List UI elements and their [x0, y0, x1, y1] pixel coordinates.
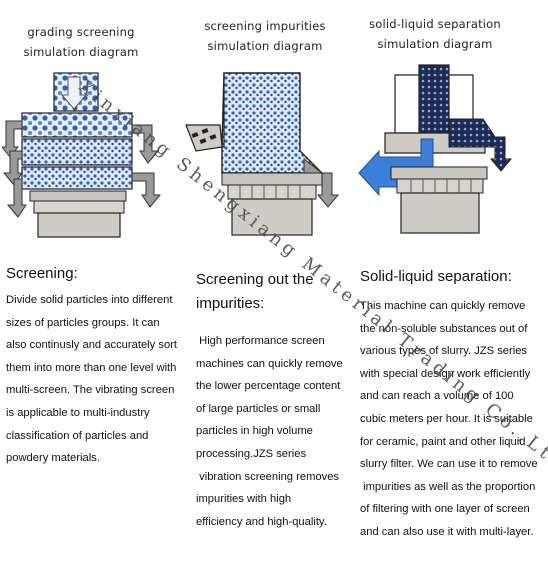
caption-impurities: screening impurities simulation diagram — [185, 16, 345, 56]
solid-liquid-line: for ceramic, paint and other liquid — [360, 435, 526, 448]
screening-line: powdery materials. — [6, 452, 100, 465]
impurities-line: of large particles or small — [196, 402, 321, 415]
outlet-arrow-icon — [2, 120, 162, 218]
caption-impurities-line-1: screening impurities — [204, 19, 326, 33]
screening-line: also continusly and accurately sort — [6, 339, 178, 352]
impurities-line: processing.JZS series — [196, 447, 307, 460]
impurities-line: vibration screening removes — [196, 470, 340, 483]
caption-solid-liquid: solid-liquid separation simulation diagr… — [355, 14, 515, 54]
screening-line: Divide solid particles into different — [6, 294, 173, 306]
caption-grading: grading screening simulation diagram — [6, 22, 156, 62]
solid-liquid-line: This machine can quickly remove — [360, 300, 526, 312]
caption-solid-liquid-line-2: simulation diagram — [377, 37, 493, 51]
impurities-line: High performance screen — [196, 335, 325, 347]
impurities-heading-line-1: Screening out the — [196, 271, 314, 288]
solid-liquid-line: of filtering with one layer of screen — [360, 503, 530, 516]
solid-liquid-heading: Solid-liquid separation: — [360, 268, 512, 285]
impurities-text: High performance screen machines can qui… — [196, 330, 343, 533]
impurities-heading-line-2: impurities: — [196, 295, 265, 312]
caption-solid-liquid-line-1: solid-liquid separation — [369, 17, 501, 31]
caption-grading-line-1: grading screening — [27, 25, 135, 39]
caption-grading-line-2: simulation diagram — [23, 45, 139, 59]
caption-impurities-line-2: simulation diagram — [207, 39, 323, 53]
solid-liquid-line: the non-soluble substances out of — [360, 322, 528, 335]
impurities-line: machines can quickly remove — [196, 357, 343, 370]
screening-line: them into more than one level with — [6, 361, 177, 374]
separator-machine-diagram — [358, 64, 513, 234]
solid-liquid-line: impurities as well as the proportion — [360, 480, 536, 493]
impurities-line: impurities with high — [196, 493, 292, 506]
solid-liquid-line: with special design work efficiently — [360, 367, 531, 380]
solid-liquid-text: This machine can quickly remove the non-… — [360, 295, 538, 544]
solid-liquid-line: slurry filter. We can use it to remove — [360, 458, 538, 471]
impurity-machine-diagram — [185, 72, 340, 236]
impurities-heading: Screening out the impurities: — [196, 268, 314, 316]
solid-liquid-line: and can also use it with multi-layer. — [360, 525, 534, 538]
screening-heading: Screening: — [6, 265, 78, 282]
screening-line: multi-screen. The vibrating screen — [6, 384, 175, 397]
screening-text: Divide solid particles into different si… — [6, 289, 177, 470]
screening-line: classification of particles and — [6, 429, 149, 442]
grading-machine-diagram — [2, 72, 162, 238]
impurities-line: the lower percentage content — [196, 380, 341, 393]
impurities-line: efficiency and high-quality. — [196, 515, 327, 528]
impurities-line: particles in high volume — [196, 425, 313, 438]
solid-liquid-line: cubic meters per hour. It is suitable — [360, 412, 533, 425]
solid-liquid-line: and can reach a volume of 100 — [360, 390, 514, 403]
screening-line: sizes of particles groups. It can — [6, 316, 160, 329]
solid-liquid-line: various types of slurry. JZS series — [360, 345, 528, 358]
screening-line: is applicable to multi-industry — [6, 406, 150, 419]
